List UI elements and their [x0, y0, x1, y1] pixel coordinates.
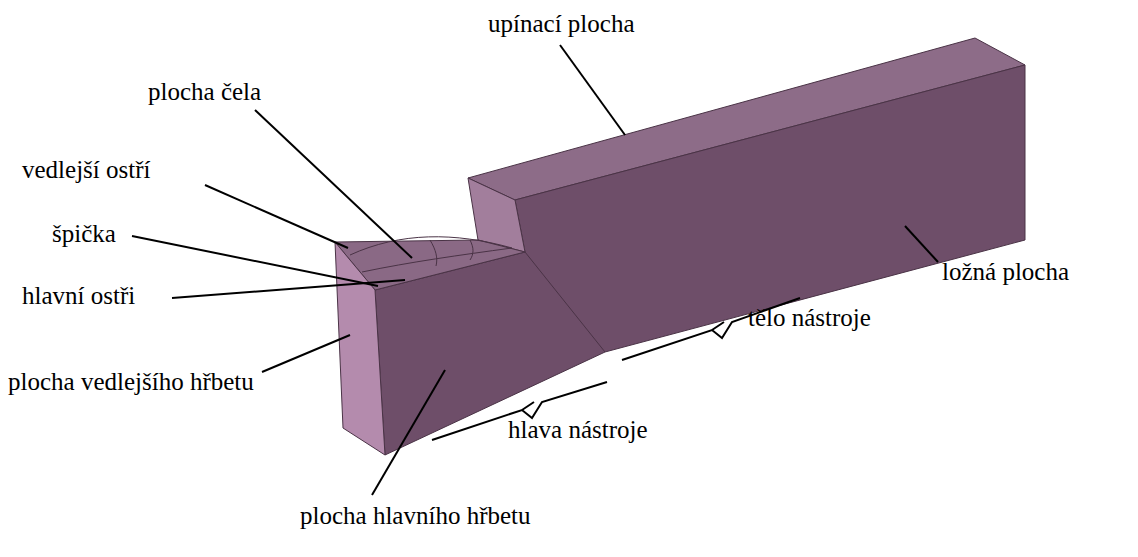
leader-line [372, 370, 445, 495]
minor-flank-face [335, 242, 385, 455]
part-label: tělo nástroje [748, 304, 871, 332]
part-label: plocha čela [148, 78, 261, 106]
leader-line [205, 185, 348, 248]
part-label: ložná plocha [942, 258, 1069, 286]
part-label: hlavní ostři [22, 282, 135, 310]
leader-line [905, 226, 938, 262]
leader-line [560, 45, 625, 135]
chipbreaker-line [350, 237, 512, 255]
chipbreaker-line [430, 240, 437, 266]
part-label: vedlejší ostří [22, 156, 150, 184]
chipbreaker-line [470, 240, 473, 260]
part-label: hlava nástroje [508, 416, 648, 444]
leader-line [132, 236, 378, 286]
head-body-edge [525, 252, 605, 352]
leader-line [255, 110, 412, 258]
part-label: špička [52, 220, 116, 248]
leader-line [172, 280, 405, 298]
part-label: plocha vedlejšího hřbetu [8, 368, 254, 396]
part-label: upínací plocha [488, 10, 634, 38]
part-label: plocha hlavního hřbetu [300, 502, 531, 530]
leader-line [262, 335, 350, 372]
